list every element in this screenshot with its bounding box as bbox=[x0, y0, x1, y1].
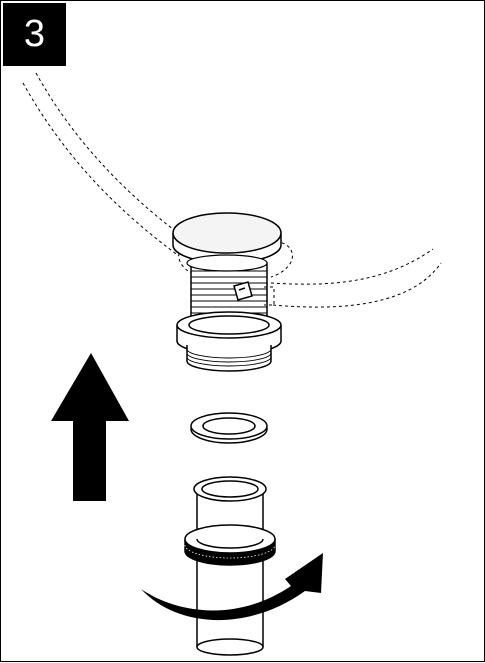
lower-thread bbox=[186, 345, 272, 372]
step-number-badge: 3 bbox=[3, 3, 66, 66]
rubber-washer bbox=[190, 412, 268, 444]
tailpipe-assembly bbox=[184, 476, 276, 656]
plug-cap bbox=[172, 212, 282, 272]
locking-ring bbox=[184, 524, 276, 566]
pop-up-waste-assembly bbox=[172, 212, 282, 372]
rotation-arrow-icon bbox=[141, 553, 323, 621]
upward-arrow-icon bbox=[51, 353, 129, 501]
